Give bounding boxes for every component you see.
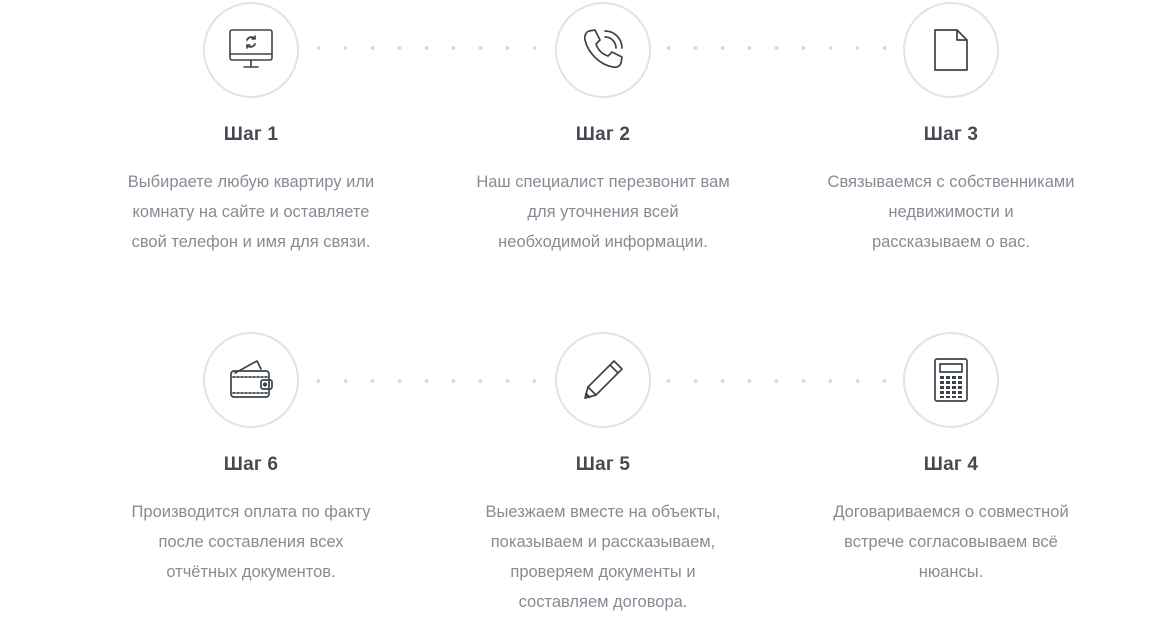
document-icon [934, 29, 968, 71]
step-description: Договариваемся о совместной встрече согл… [833, 503, 1069, 581]
step-description: Связываемся с собственниками недвижимост… [827, 173, 1075, 251]
step-description: Производится оплата по факту после соста… [131, 503, 371, 581]
step-description: Выбираете любую квартиру или комнату на … [127, 173, 375, 251]
connector-dots [655, 379, 895, 383]
step-title: Шаг 2 [575, 124, 631, 145]
step-4: Шаг 4 Договариваемся о совместной встреч… [801, 332, 1101, 587]
step-title: Шаг 1 [223, 124, 279, 145]
step-icon-circle [555, 2, 651, 98]
steps-row-bottom: Шаг 6 Производится оплата по факту после… [0, 330, 1170, 611]
step-description: Выезжаем вместе на объекты, показываем и… [485, 503, 721, 611]
step-icon-circle [203, 2, 299, 98]
step-6: Шаг 6 Производится оплата по факту после… [101, 332, 401, 587]
step-title: Шаг 4 [923, 454, 979, 475]
step-title: Шаг 3 [923, 124, 979, 145]
pencil-icon [584, 360, 623, 399]
step-5: Шаг 5 Выезжаем вместе на объекты, показы… [453, 332, 753, 617]
step-2: Шаг 2 Наш специалист перезвонит вам для … [453, 2, 753, 257]
step-1: Шаг 1 Выбираете любую квартиру или комна… [101, 2, 401, 257]
wallet-icon [230, 360, 273, 398]
step-icon-circle [903, 332, 999, 428]
step-icon-circle [203, 332, 299, 428]
connector-dots [655, 46, 895, 50]
step-icon-circle [555, 332, 651, 428]
connector-dots [305, 379, 545, 383]
connector-dots [305, 46, 545, 50]
calculator-icon [934, 358, 968, 402]
phone-ringing-icon [583, 29, 623, 69]
step-description: Наш специалист перезвонит вам для уточне… [476, 173, 730, 251]
monitor-refresh-icon [229, 29, 273, 68]
step-icon-circle [903, 2, 999, 98]
step-title: Шаг 6 [223, 454, 279, 475]
steps-row-top: Шаг 1 Выбираете любую квартиру или комна… [0, 0, 1170, 300]
step-title: Шаг 5 [575, 454, 631, 475]
step-3: Шаг 3 Связываемся с собственниками недви… [801, 2, 1101, 257]
